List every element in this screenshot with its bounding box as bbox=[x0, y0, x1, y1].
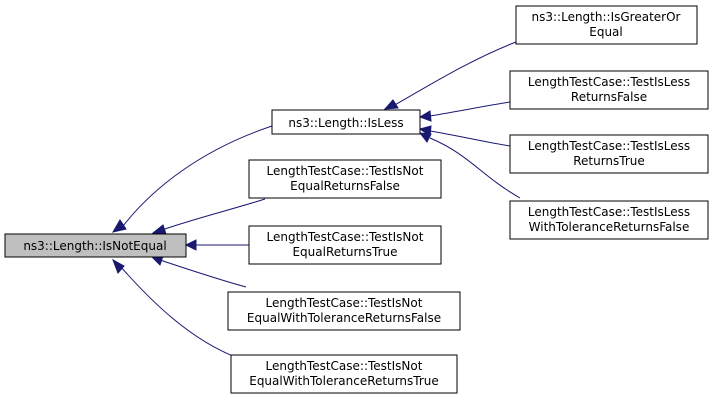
node-label-line2: EqualWithToleranceReturnsTrue bbox=[249, 374, 439, 388]
node-label-line1: LengthTestCase::TestIsLess bbox=[528, 139, 690, 153]
node-test-is-less-returns-false[interactable]: LengthTestCase::TestIsLess ReturnsFalse bbox=[509, 70, 709, 110]
node-label-line2: EqualReturnsTrue bbox=[292, 245, 397, 259]
node-label-line1: LengthTestCase::TestIsNot bbox=[267, 164, 424, 178]
edge-notequal-false-to-root bbox=[151, 198, 266, 235]
node-label-line2: ReturnsFalse bbox=[571, 90, 647, 104]
node-label-line1: LengthTestCase::TestIsNot bbox=[267, 230, 424, 244]
node-test-is-not-equal-with-tolerance-returns-true[interactable]: LengthTestCase::TestIsNot EqualWithToler… bbox=[230, 354, 458, 394]
edge-isless-tolerance-to-isless bbox=[418, 132, 521, 199]
node-label-line2: ReturnsTrue bbox=[573, 154, 645, 168]
node-label: ns3::Length::IsLess bbox=[288, 116, 403, 130]
node-label-line1: LengthTestCase::TestIsLess bbox=[528, 205, 690, 219]
node-label-line2: Equal bbox=[589, 25, 623, 39]
node-label: ns3::Length::IsNotEqual bbox=[23, 239, 166, 253]
node-label-line2: EqualReturnsFalse bbox=[290, 179, 400, 193]
edge-notequal-true-to-root bbox=[184, 239, 249, 251]
node-test-is-not-equal-returns-true[interactable]: LengthTestCase::TestIsNot EqualReturnsTr… bbox=[248, 225, 442, 265]
node-is-greater-or-equal[interactable]: ns3::Length::IsGreaterOr Equal bbox=[515, 5, 698, 45]
node-test-is-not-equal-returns-false[interactable]: LengthTestCase::TestIsNot EqualReturnsFa… bbox=[248, 159, 442, 199]
node-label-line1: ns3::Length::IsGreaterOr bbox=[532, 10, 681, 24]
edge-notequal-tol-true-to-root bbox=[112, 258, 239, 359]
node-label-line2: WithToleranceReturnsFalse bbox=[529, 220, 690, 234]
edge-notequal-tol-false-to-root bbox=[150, 255, 247, 288]
node-label-line1: LengthTestCase::TestIsNot bbox=[266, 359, 423, 373]
node-label-line2: EqualWithToleranceReturnsFalse bbox=[247, 311, 441, 325]
edge-isless-to-root bbox=[111, 125, 273, 233]
node-test-is-less-with-tolerance-returns-false[interactable]: LengthTestCase::TestIsLess WithTolerance… bbox=[509, 200, 709, 240]
node-label-line1: LengthTestCase::TestIsNot bbox=[266, 296, 423, 310]
node-test-is-less-returns-true[interactable]: LengthTestCase::TestIsLess ReturnsTrue bbox=[509, 134, 709, 174]
edge-isless-returnstrue-to-isless bbox=[418, 125, 511, 147]
node-label-line1: LengthTestCase::TestIsLess bbox=[528, 75, 690, 89]
node-test-is-not-equal-with-tolerance-returns-false[interactable]: LengthTestCase::TestIsNot EqualWithToler… bbox=[227, 291, 461, 331]
node-is-less[interactable]: ns3::Length::IsLess bbox=[271, 109, 421, 135]
node-is-not-equal[interactable]: ns3::Length::IsNotEqual bbox=[4, 233, 187, 258]
edge-greaterorequal-to-isless bbox=[383, 41, 517, 110]
edge-isless-returnsfalse-to-isless bbox=[418, 101, 511, 122]
